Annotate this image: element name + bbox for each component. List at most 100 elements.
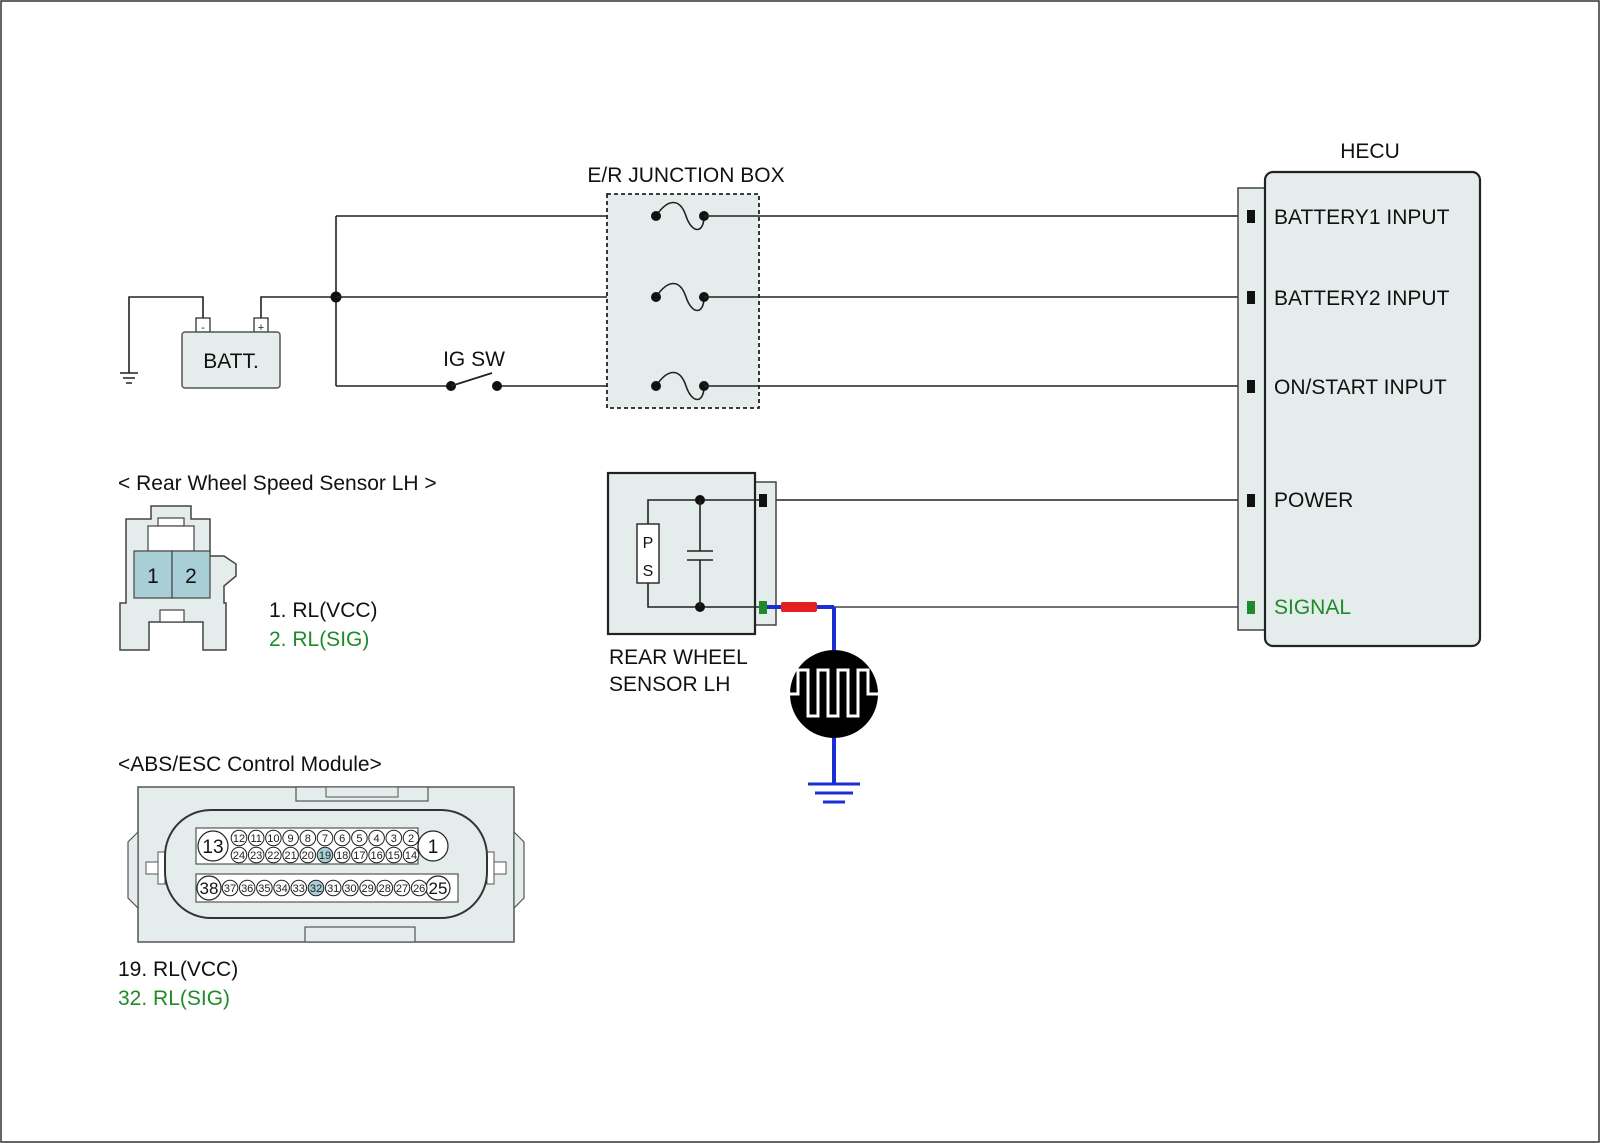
- module-pin-8: [299, 829, 317, 847]
- module-pin-8-label: 8: [305, 833, 311, 845]
- battery-feed-wires: [260, 215, 650, 387]
- battery-ground: [120, 296, 204, 384]
- battery-pos-label: +: [258, 322, 264, 334]
- module-pin-24: [230, 846, 248, 864]
- signal-shield: [767, 602, 878, 804]
- ps-element-s: S: [643, 563, 654, 580]
- module-pin-10: [265, 829, 282, 847]
- module-pin-17-label: 17: [353, 850, 365, 862]
- module-pin-26-label: 26: [413, 883, 425, 895]
- module-pin-24-label: 24: [233, 850, 245, 862]
- hecu-pin-on-start: [1247, 380, 1255, 393]
- battery: - + BATT.: [181, 317, 281, 389]
- hecu-pin-signal: [1247, 601, 1255, 614]
- hecu-signal-label: SIGNAL: [1274, 596, 1351, 619]
- module-pin-22-label: 22: [267, 850, 279, 862]
- module-pin-38: [196, 875, 222, 901]
- sensor-connector-face: < Rear Wheel Speed Sensor LH > 1 2 1. RL…: [118, 472, 437, 651]
- module-pin-23: [247, 846, 265, 864]
- module-pin-16: [368, 846, 385, 864]
- module-pin-11: [247, 829, 265, 847]
- module-pin-10-label: 10: [267, 833, 279, 845]
- module-pin-5: [351, 829, 368, 847]
- module-pin-6-label: 6: [339, 833, 345, 845]
- module-pin-6: [333, 829, 351, 847]
- module-pin-34: [273, 879, 290, 897]
- module-pin-23-label: 23: [250, 850, 262, 862]
- module-pin-38-label: 38: [200, 879, 219, 898]
- module-pin-36: [238, 879, 256, 897]
- module-pin-15-label: 15: [388, 850, 400, 862]
- module-pin-11-label: 11: [250, 833, 261, 845]
- module-pin-22: [265, 846, 282, 864]
- module-connector-title: <ABS/ESC Control Module>: [118, 753, 382, 776]
- hecu-pin-battery1: [1247, 210, 1255, 223]
- ps-element: [636, 523, 660, 584]
- sensor-connector-pin-2-label: 2: [185, 565, 197, 588]
- module-pin-34-label: 34: [275, 883, 287, 895]
- junction-box-label: E/R JUNCTION BOX: [587, 164, 784, 187]
- sensor-connector-legend-1: 1. RL(VCC): [269, 599, 378, 622]
- hecu-body: [1263, 170, 1482, 648]
- module-pin-28-label: 28: [379, 883, 391, 895]
- module-pin-7-label: 7: [322, 833, 328, 845]
- sensor-label-line2: SENSOR LH: [609, 673, 730, 696]
- module-pin-21-label: 21: [284, 850, 296, 862]
- sensor-connector-legend-2: 2. RL(SIG): [269, 628, 369, 651]
- module-pin-36-label: 36: [241, 883, 253, 895]
- hecu-connector-strip: [1237, 187, 1267, 631]
- sensor-connector-pin-1: [133, 550, 173, 599]
- battery-body: [181, 331, 281, 389]
- module-pin-14: [402, 846, 420, 864]
- module-pin-4-label: 4: [374, 833, 380, 845]
- sensor-pin-signal: [759, 601, 767, 614]
- module-pin-19: [316, 846, 334, 864]
- module-pin-3: [385, 829, 403, 847]
- module-pin-12: [230, 829, 248, 847]
- module-pin-33-label: 33: [293, 883, 305, 895]
- module-pin-26: [410, 879, 428, 897]
- module-pin-35: [256, 879, 273, 897]
- module-pin-1-label: 1: [428, 837, 439, 858]
- module-connector-legend-2: 32. RL(SIG): [118, 987, 230, 1010]
- hecu-on-start-label: ON/START INPUT: [1274, 376, 1447, 399]
- hecu-feed-wires: [704, 215, 1250, 608]
- module-pin-3-label: 3: [391, 833, 397, 845]
- fuse-1: [651, 201, 709, 231]
- module-pin-30-label: 30: [344, 883, 356, 895]
- sensor-connector-title: < Rear Wheel Speed Sensor LH >: [118, 472, 437, 495]
- junction-box: E/R JUNCTION BOX: [587, 164, 785, 409]
- module-pin-17: [351, 846, 368, 864]
- junction-box-outline: [606, 193, 760, 409]
- rear-wheel-sensor: P S REAR WHEEL SENSOR LH: [606, 471, 777, 696]
- sensor-connector-pin-1-label: 1: [147, 565, 159, 588]
- module-pin-32: [307, 879, 325, 897]
- module-pin-4: [368, 829, 385, 847]
- ig-switch: IG SW: [443, 348, 505, 391]
- hecu-title: HECU: [1340, 140, 1400, 163]
- module-pin-7: [316, 829, 334, 847]
- hecu-battery1-label: BATTERY1 INPUT: [1274, 206, 1450, 229]
- module-pin-15: [385, 846, 403, 864]
- module-pin-14-label: 14: [405, 850, 417, 862]
- module-pin-35-label: 35: [258, 883, 270, 895]
- module-pin-31: [324, 879, 342, 897]
- hecu-pin-power: [1247, 494, 1255, 507]
- module-pin-28: [376, 879, 394, 897]
- ps-element-p: P: [643, 535, 654, 552]
- module-pin-19-label: 19: [319, 850, 331, 862]
- module-pin-2-label: 2: [408, 833, 414, 845]
- hecu-pin-battery2: [1247, 291, 1255, 304]
- module-pin-18-label: 18: [336, 850, 348, 862]
- module-pin-12-label: 12: [233, 833, 245, 845]
- fuse-2: [651, 282, 709, 312]
- module-pin-20: [299, 846, 317, 864]
- module-pin-5-label: 5: [356, 833, 362, 845]
- module-pin-18: [333, 846, 351, 864]
- module-pin-37: [221, 879, 239, 897]
- module-pin-33: [290, 879, 308, 897]
